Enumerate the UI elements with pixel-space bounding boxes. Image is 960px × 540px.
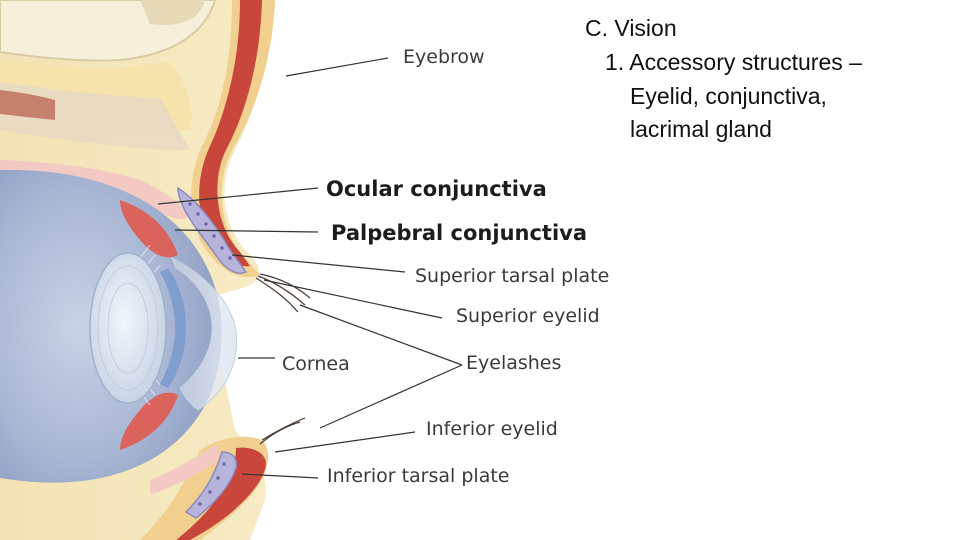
tarsal-plate-lower (184, 451, 238, 519)
lower-eyelashes (259, 417, 306, 445)
bone-inner (140, 0, 205, 25)
label-eyelashes: Eyelashes (466, 352, 562, 374)
orbicularis-muscle-upper (199, 0, 262, 267)
label-palpebral-conjunctiva: Palpebral conjunctiva (331, 221, 588, 245)
lens-striations (97, 265, 159, 391)
ciliary-body-upper (120, 200, 178, 258)
tarsal-gland-dots-upper (188, 202, 232, 260)
label-superior-tarsal-plate: Superior tarsal plate (415, 265, 610, 287)
iris (160, 268, 186, 388)
label-eyebrow: Eyebrow (403, 46, 485, 68)
leader-lines (157, 57, 463, 479)
outline-item-line2: Eyelid, conjunctiva, (630, 83, 827, 109)
label-inferior-tarsal-plate: Inferior tarsal plate (327, 465, 510, 487)
ciliary-body-lower (120, 392, 178, 450)
label-superior-eyelid: Superior eyelid (456, 305, 600, 327)
label-ocular-conjunctiva: Ocular conjunctiva (326, 177, 547, 201)
label-cornea: Cornea (282, 353, 350, 375)
conjunctiva-lower (150, 445, 220, 495)
levator-muscle-red (0, 90, 55, 120)
lens (89, 252, 167, 404)
cornea (171, 256, 238, 411)
label-inferior-eyelid: Inferior eyelid (426, 418, 558, 440)
outline-item-line1: 1. Accessory structures – (605, 49, 862, 75)
tarsal-gland-dots-lower (198, 462, 226, 506)
upper-eyelashes (255, 273, 311, 313)
outline-heading: C. Vision (585, 15, 677, 41)
outline-item-line3: lacrimal gland (630, 116, 772, 142)
